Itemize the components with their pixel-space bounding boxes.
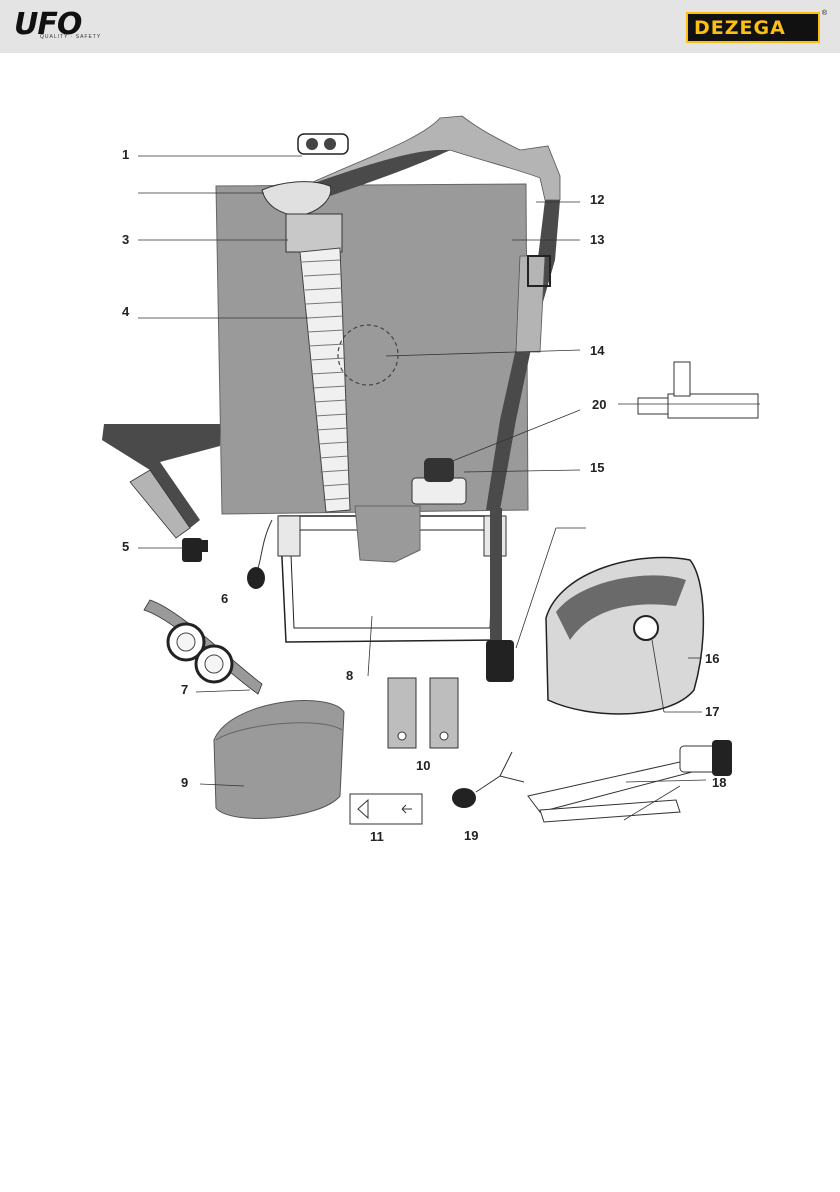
- plug-19: [452, 752, 524, 808]
- callout-19: 19: [464, 829, 478, 843]
- clips-10: [388, 678, 458, 748]
- card-11: [350, 794, 422, 824]
- container-16: [546, 557, 703, 713]
- callout-4: 4: [122, 305, 129, 319]
- callout-20: 20: [592, 398, 606, 412]
- callout-13: 13: [590, 233, 604, 247]
- callout-12: 12: [590, 193, 604, 207]
- callout-16: 16: [705, 652, 719, 666]
- housing-cover: [278, 506, 506, 642]
- pouch-9: [214, 701, 344, 819]
- callout-10: 10: [416, 759, 430, 773]
- callout-8: 8: [346, 669, 353, 683]
- callout-3: 3: [122, 233, 129, 247]
- harness-18: [528, 740, 732, 822]
- callout-5: 5: [122, 540, 129, 554]
- callout-11: 11: [370, 830, 384, 844]
- goggles-7: [144, 600, 262, 694]
- fitting-20: [638, 362, 758, 418]
- strap-buckle-right: [486, 508, 514, 682]
- callout-14: 14: [590, 344, 604, 358]
- waist-strap-left: [102, 424, 220, 538]
- callout-1: 1: [122, 148, 129, 162]
- key-tag-6: [247, 520, 272, 589]
- callout-15: 15: [590, 461, 604, 475]
- buckle-5: [182, 538, 208, 562]
- callout-18: 18: [712, 776, 726, 790]
- callout-9: 9: [181, 776, 188, 790]
- callout-17: 17: [705, 705, 719, 719]
- callout-7: 7: [181, 683, 188, 697]
- callout-6: 6: [221, 592, 228, 606]
- breathing-bag: [216, 184, 528, 514]
